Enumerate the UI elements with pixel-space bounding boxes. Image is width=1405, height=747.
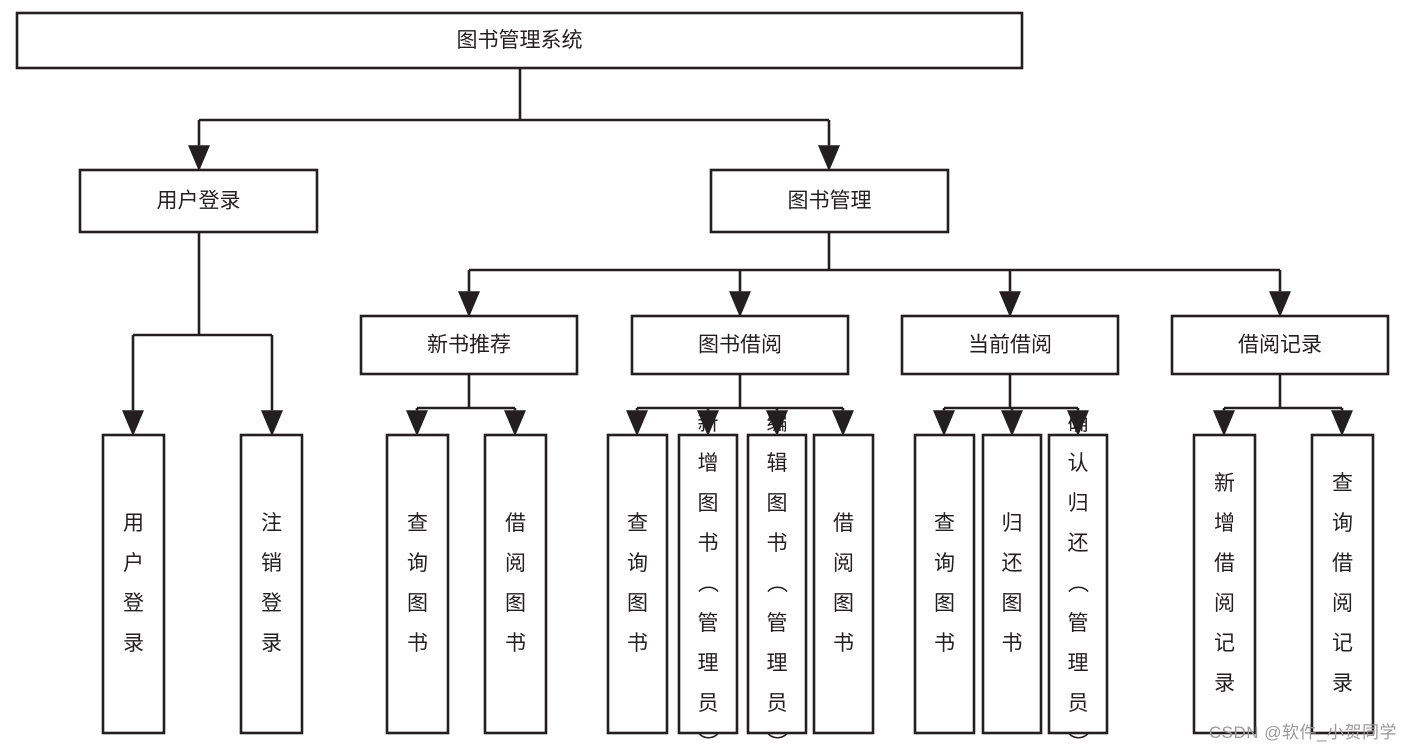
node-box[interactable]: [630, 314, 850, 376]
node-box[interactable]: [1192, 433, 1257, 735]
connector-n-user-login: [122, 232, 283, 437]
node-root[interactable]: 图书管理系统: [15, 11, 1024, 70]
node-l-query-book-rec[interactable]: 查询图书: [385, 433, 450, 735]
node-box[interactable]: [101, 433, 166, 735]
node-label: 用户登录: [157, 190, 241, 213]
arrow-head-icon: [832, 410, 854, 437]
node-box[interactable]: [483, 433, 548, 735]
csdn-watermark: CSDN @软件_小贺同学: [1208, 723, 1397, 742]
arrow-head-icon: [729, 291, 751, 318]
arrow-head-icon: [1067, 410, 1089, 437]
connector-layer: [122, 68, 1353, 437]
node-n-borrow-record[interactable]: 借阅记录: [1170, 314, 1390, 376]
arrow-head-icon: [766, 410, 788, 437]
node-label: 编辑图书（管理员）: [767, 412, 789, 747]
arrow-head-icon: [261, 410, 283, 437]
node-box[interactable]: [1170, 314, 1390, 376]
node-n-current-borrow[interactable]: 当前借阅: [900, 314, 1120, 376]
node-box[interactable]: [359, 314, 579, 376]
node-label: 新书推荐: [427, 334, 511, 357]
arrow-head-icon: [697, 410, 719, 437]
node-l-edit-book[interactable]: 编辑图书（管理员）: [746, 412, 808, 747]
node-l-add-record[interactable]: 新增借阅记录: [1192, 433, 1257, 735]
node-box[interactable]: [812, 433, 875, 735]
node-label: 图书借阅: [698, 334, 782, 357]
node-label: 新增借阅记录: [1214, 472, 1235, 695]
node-label: 图书管理: [788, 190, 872, 213]
arrow-head-icon: [406, 410, 428, 437]
arrow-head-icon: [818, 145, 840, 172]
arrow-head-icon: [122, 410, 144, 437]
arrow-head-icon: [1213, 410, 1235, 437]
node-box[interactable]: [15, 11, 1024, 70]
node-l-borrow-book[interactable]: 借阅图书: [812, 433, 875, 735]
node-label: 借阅记录: [1238, 334, 1322, 357]
arrow-head-icon: [504, 410, 526, 437]
connector-n-current-borrow: [933, 374, 1089, 437]
arrow-head-icon: [188, 145, 210, 172]
node-box[interactable]: [981, 433, 1043, 735]
node-l-query-book-cur[interactable]: 查询图书: [913, 433, 976, 735]
node-n-new-book-rec[interactable]: 新书推荐: [359, 314, 579, 376]
arrow-head-icon: [1331, 410, 1353, 437]
arrow-head-icon: [1269, 291, 1291, 318]
arrow-head-icon: [1001, 410, 1023, 437]
node-box[interactable]: [709, 168, 950, 234]
node-n-user-login[interactable]: 用户登录: [78, 168, 319, 234]
node-label: 注销登录: [261, 512, 282, 655]
node-label: 查询图书: [934, 512, 955, 655]
node-box[interactable]: [385, 433, 450, 735]
connector-n-book-mgmt: [458, 232, 1291, 318]
node-label: 确认归还（管理员）: [1068, 412, 1090, 747]
node-box[interactable]: [913, 433, 976, 735]
node-label: 查询图书: [627, 512, 648, 655]
node-label: 借阅图书: [833, 512, 854, 655]
node-l-confirm-return[interactable]: 确认归还（管理员）: [1047, 412, 1109, 747]
node-box[interactable]: [1047, 433, 1109, 735]
node-l-return-book[interactable]: 归还图书: [981, 433, 1043, 735]
node-l-query-book[interactable]: 查询图书: [606, 433, 669, 735]
arrow-head-icon: [999, 291, 1021, 318]
node-l-query-record[interactable]: 查询借阅记录: [1310, 433, 1375, 735]
arrow-head-icon: [626, 410, 648, 437]
node-box[interactable]: [606, 433, 669, 735]
node-label: 当前借阅: [968, 334, 1052, 357]
node-l-logout[interactable]: 注销登录: [239, 433, 304, 735]
node-box[interactable]: [1310, 433, 1375, 735]
node-box[interactable]: [900, 314, 1120, 376]
node-n-book-borrow[interactable]: 图书借阅: [630, 314, 850, 376]
node-label: 查询图书: [407, 512, 428, 655]
node-label: 图书管理系统: [457, 29, 583, 52]
node-box[interactable]: [239, 433, 304, 735]
node-label: 用户登录: [123, 512, 144, 655]
node-label: 新增图书（管理员）: [698, 412, 720, 747]
node-layer: 图书管理系统用户登录图书管理新书推荐图书借阅当前借阅借阅记录用户登录注销登录查询…: [15, 11, 1390, 747]
node-l-add-book[interactable]: 新增图书（管理员）: [677, 412, 739, 747]
node-box[interactable]: [677, 433, 739, 735]
node-box[interactable]: [78, 168, 319, 234]
connector-n-book-borrow: [626, 374, 854, 437]
arrow-head-icon: [458, 291, 480, 318]
node-box[interactable]: [746, 433, 808, 735]
node-label: 借阅图书: [505, 512, 526, 655]
connector-root: [188, 68, 840, 172]
node-n-book-mgmt[interactable]: 图书管理: [709, 168, 950, 234]
node-label: 归还图书: [1002, 512, 1023, 655]
node-l-borrow-book-rec[interactable]: 借阅图书: [483, 433, 548, 735]
arrow-head-icon: [933, 410, 955, 437]
connector-n-borrow-record: [1213, 374, 1353, 437]
node-label: 查询借阅记录: [1332, 472, 1353, 695]
node-l-user-login[interactable]: 用户登录: [101, 433, 166, 735]
connector-n-new-book-rec: [406, 374, 526, 437]
